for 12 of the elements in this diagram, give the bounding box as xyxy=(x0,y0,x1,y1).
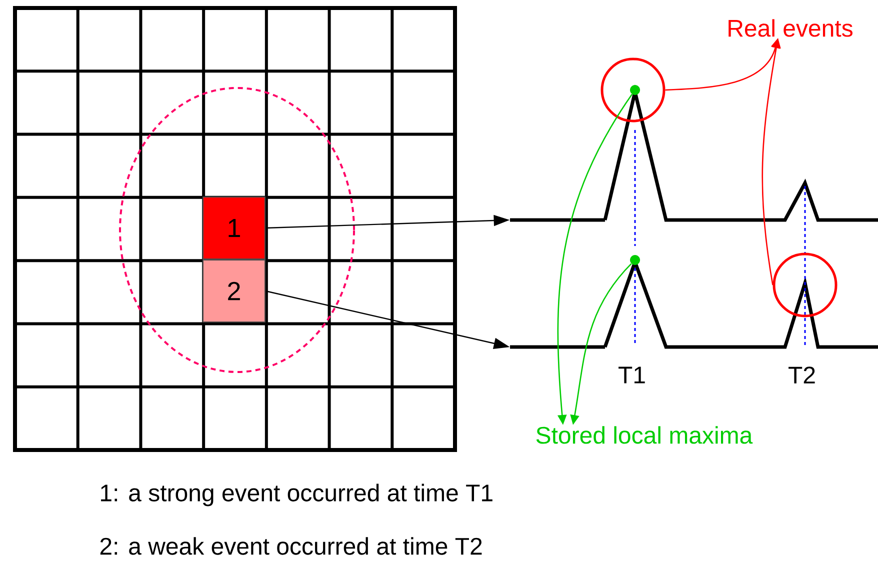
peak-dot xyxy=(630,255,640,265)
time-label: T2 xyxy=(788,366,815,384)
highlight-circle xyxy=(600,58,666,122)
grid-cell: 1 xyxy=(202,196,266,260)
caption-line: 1: a strong event occurred at time T1 xyxy=(101,484,492,506)
annotation-text: Real events xyxy=(728,19,852,37)
caption-line: 2: a weak event occurred at time T2 xyxy=(100,537,482,555)
peak-dot xyxy=(630,85,640,95)
time-label: T1 xyxy=(618,366,645,384)
annotation-text: Stored local maxima xyxy=(536,426,753,444)
highlight-circle xyxy=(772,252,838,318)
grid-cell: 2 xyxy=(202,260,266,322)
